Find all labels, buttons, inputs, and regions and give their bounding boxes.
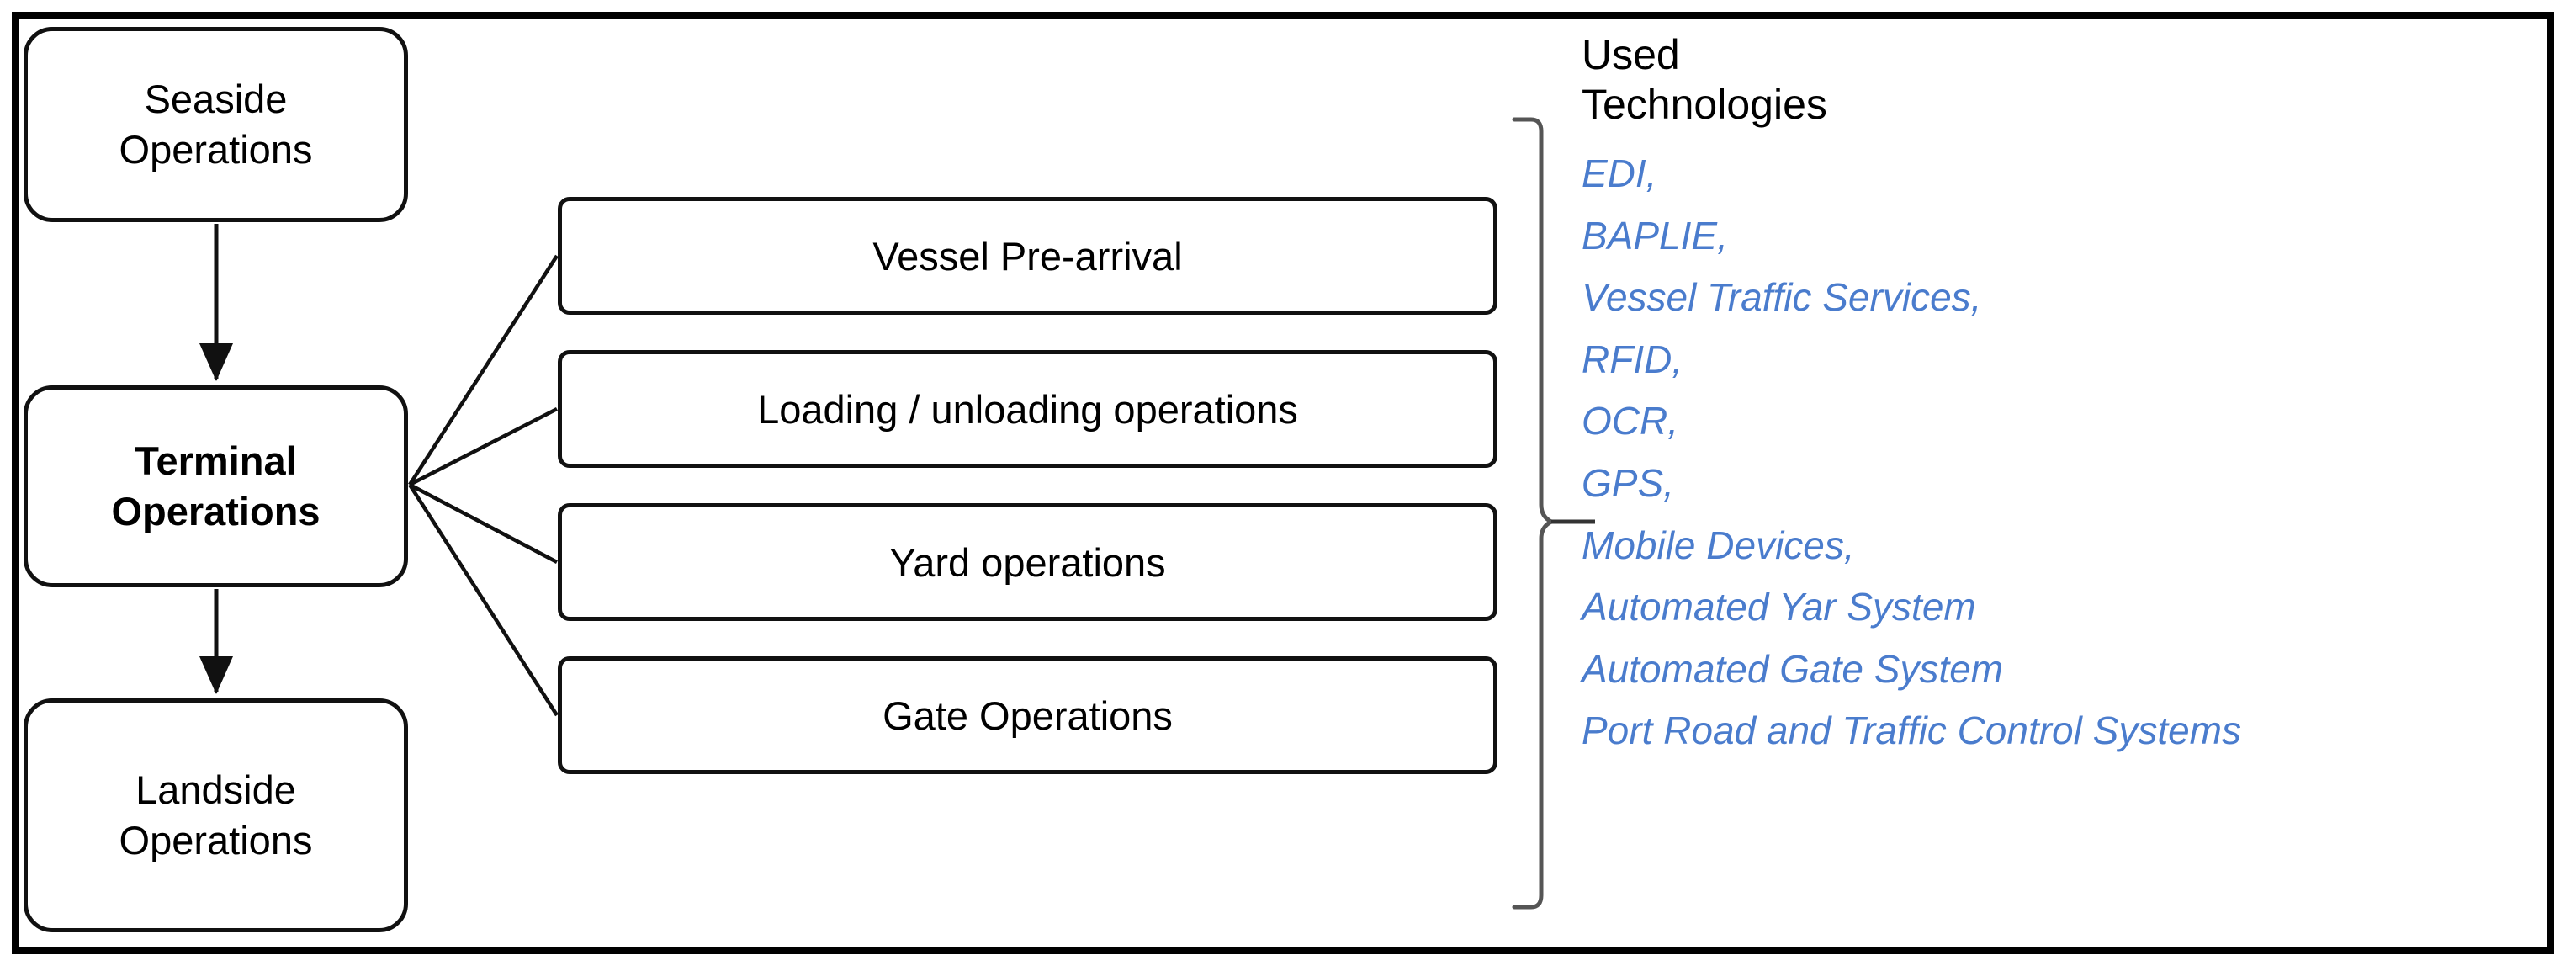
process-box-yard-operations-label: Yard operations — [889, 539, 1166, 585]
flow-box-seaside-operations[interactable]: Seaside Operations — [24, 27, 408, 222]
process-box-loading-unloading-label: Loading / unloading operations — [757, 386, 1298, 432]
used-technologies-title: Used Technologies — [1582, 31, 1827, 128]
process-box-yard-operations[interactable]: Yard operations — [558, 503, 1497, 621]
flow-box-terminal-operations-label: Terminal Operations — [111, 438, 321, 533]
technology-item: Vessel Traffic Services, — [1582, 275, 1982, 320]
technology-item: BAPLIE, — [1582, 213, 1728, 257]
flow-box-landside-operations[interactable]: Landside Operations — [24, 698, 408, 932]
process-box-vessel-pre-arrival-label: Vessel Pre-arrival — [872, 233, 1183, 279]
technology-item: Port Road and Traffic Control Systems — [1582, 709, 2241, 753]
technology-item: RFID, — [1582, 337, 1683, 381]
process-box-loading-unloading[interactable]: Loading / unloading operations — [558, 350, 1497, 468]
technology-item: GPS, — [1582, 460, 1674, 505]
diagram-outer-frame — [12, 12, 2554, 954]
technology-item: Automated Yar System — [1582, 585, 1976, 629]
process-box-gate-operations-label: Gate Operations — [883, 693, 1173, 738]
technology-item: Mobile Devices, — [1582, 523, 1855, 567]
process-box-gate-operations[interactable]: Gate Operations — [558, 656, 1497, 774]
used-technologies-panel: Used Technologies EDI, BAPLIE, Vessel Tr… — [1582, 30, 2524, 762]
flow-box-terminal-operations[interactable]: Terminal Operations — [24, 385, 408, 587]
technology-item: EDI, — [1582, 151, 1657, 195]
flow-box-seaside-operations-label: Seaside Operations — [119, 76, 313, 172]
used-technologies-list: EDI, BAPLIE, Vessel Traffic Services, RF… — [1582, 143, 2524, 762]
technology-item: Automated Gate System — [1582, 646, 2004, 691]
technology-item: OCR, — [1582, 399, 1678, 443]
process-box-vessel-pre-arrival[interactable]: Vessel Pre-arrival — [558, 197, 1497, 315]
flow-box-landside-operations-label: Landside Operations — [119, 767, 313, 862]
